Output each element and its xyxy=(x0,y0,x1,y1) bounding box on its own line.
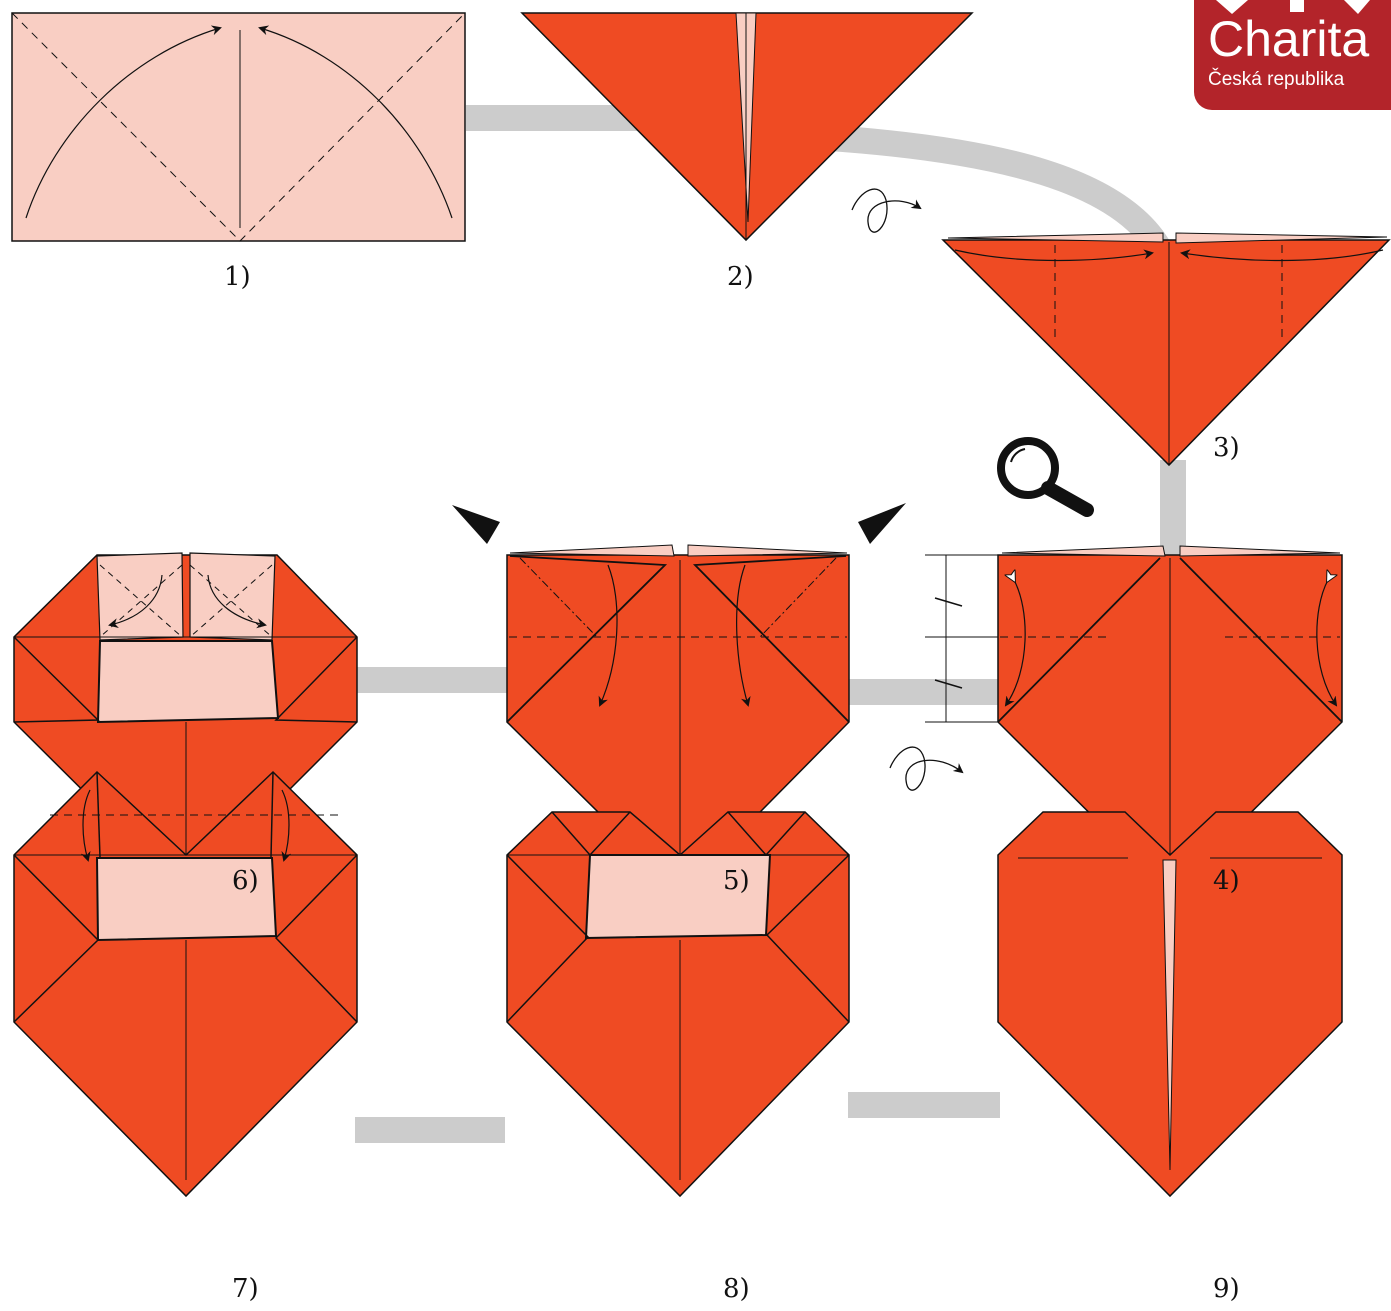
step-label-9: 9) xyxy=(1213,1274,1240,1304)
logo-name: Charita xyxy=(1208,11,1370,67)
step-label-7: 7) xyxy=(232,1274,259,1304)
charita-logo: Charita Česká republika xyxy=(1194,0,1391,110)
step-8-heart xyxy=(506,811,850,1198)
step-label-3: 3) xyxy=(1213,433,1240,463)
push-arrow-icon xyxy=(452,505,500,544)
connector-2-3 xyxy=(829,125,1172,257)
step-5-square xyxy=(452,503,906,895)
step-6-heart-base xyxy=(13,552,358,895)
step-1-rectangle xyxy=(11,12,466,242)
step-label-4: 4) xyxy=(1213,866,1240,896)
logo-subtitle: Česká republika xyxy=(1208,69,1345,90)
step-7-heart xyxy=(13,770,358,1198)
step-label-8: 8) xyxy=(723,1274,750,1304)
turn-over-icon xyxy=(851,188,922,233)
step-label-2: 2) xyxy=(727,262,754,292)
magnifier-icon xyxy=(997,437,1094,517)
logo-background xyxy=(1194,0,1391,110)
step-label-1: 1) xyxy=(224,262,251,292)
step-2-triangle xyxy=(520,12,974,242)
step-3-triangle xyxy=(941,232,1391,467)
step-label-5: 5) xyxy=(723,866,750,896)
turn-over-icon xyxy=(889,746,964,791)
step-4-square xyxy=(925,545,1343,895)
step-9-heart-final xyxy=(997,811,1343,1198)
push-arrow-icon xyxy=(858,503,906,544)
step-label-6: 6) xyxy=(232,866,259,896)
